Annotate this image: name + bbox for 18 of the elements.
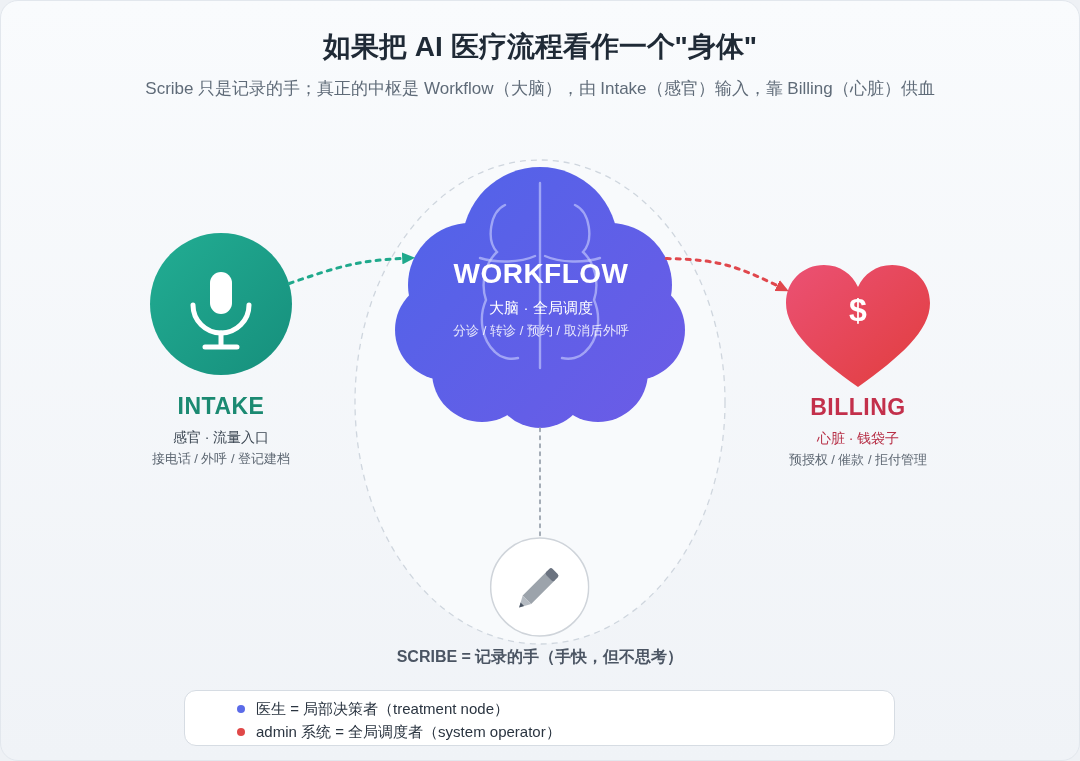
node-subtitle: 大脑 · 全局调度 xyxy=(489,298,593,318)
dotted-connector xyxy=(539,427,541,538)
legend-text: admin 系统 = 全局调度者（system operator） xyxy=(256,721,561,742)
diagram-title: 如果把 AI 医疗流程看作一个"身体" xyxy=(322,30,758,64)
dashed-arrow xyxy=(287,252,416,285)
dashed-arrow xyxy=(664,257,790,293)
dollar-sign: $ xyxy=(849,291,867,329)
node-title: WORKFLOW xyxy=(453,257,629,291)
legend-text: 医生 = 局部决策者（treatment node） xyxy=(256,698,509,719)
node-description: 预授权 / 催款 / 拒付管理 xyxy=(788,451,928,469)
node-title: INTAKE xyxy=(177,393,265,419)
node-subtitle: 感官 · 流量入口 xyxy=(172,428,270,447)
node-title: BILLING xyxy=(810,394,906,420)
node-description: 分诊 / 转诊 / 预约 / 取消后外呼 xyxy=(453,322,629,340)
node-caption: SCRIBE = 记录的手（手快，但不思考） xyxy=(396,647,684,667)
subtitle: Scribe 只是记录的手；真正的中枢是 Workflow（大脑），由 Intake（感官）输入，靠 Billing（心脏）供血 xyxy=(145,78,935,100)
node-subtitle: 心脏 · 钱袋子 xyxy=(816,429,900,448)
node-description: 接电话 / 外呼 / 登记建档 xyxy=(151,450,291,468)
